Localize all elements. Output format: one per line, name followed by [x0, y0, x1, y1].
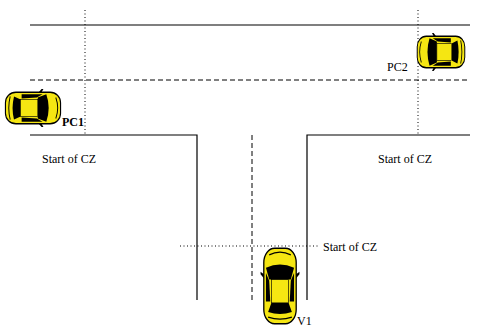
car-label: PC2: [387, 60, 408, 74]
road-edge: [30, 24, 470, 25]
car-pc1: [5, 89, 60, 127]
car-pc2: [417, 33, 465, 71]
center-line: [30, 80, 470, 81]
car-label: PC1: [62, 115, 84, 129]
cz-start-line: [418, 10, 419, 135]
road-edge: [30, 135, 197, 300]
car-label: V1: [297, 314, 312, 328]
road-edge: [307, 135, 470, 300]
cz-start-line: [85, 10, 86, 135]
center-line: [252, 135, 253, 300]
zone-label: Start of CZ: [42, 152, 96, 166]
car-v1: [261, 248, 300, 323]
zone-label: Start of CZ: [378, 152, 432, 166]
zone-label: Start of CZ: [323, 240, 377, 254]
cz-start-line: [180, 246, 319, 247]
